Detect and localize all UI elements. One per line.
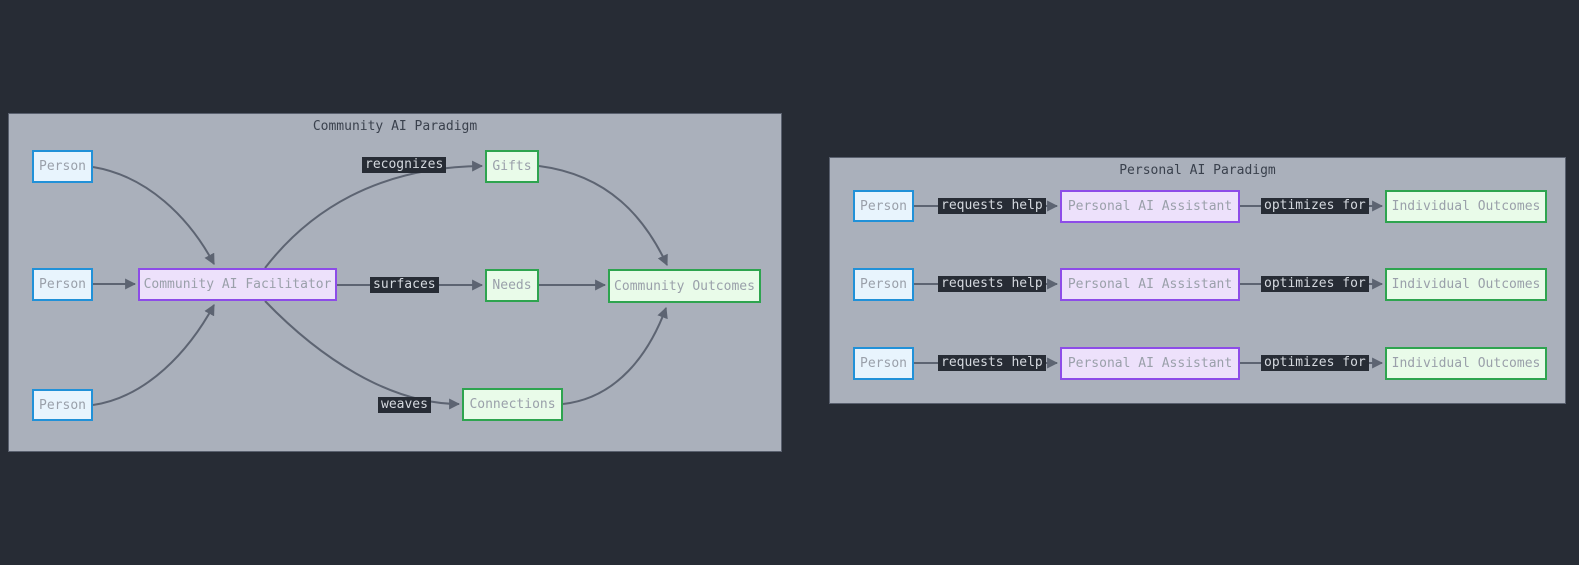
edge-label-optimizes-for-row3: optimizes for	[1261, 355, 1369, 371]
node-person-3: Person	[32, 389, 93, 421]
edge-label-requests-help-row3: requests help	[938, 355, 1046, 371]
node-person-1: Person	[32, 150, 93, 183]
edge-label-surfaces: surfaces	[370, 277, 439, 293]
node-needs: Needs	[485, 269, 539, 302]
node-personal-ai-assistant-row3: Personal AI Assistant	[1060, 347, 1240, 380]
node-community-ai-facilitator: Community AI Facilitator	[138, 268, 337, 301]
node-connections: Connections	[462, 388, 563, 421]
node-individual-outcomes-row1: Individual Outcomes	[1385, 190, 1547, 223]
node-gifts: Gifts	[485, 150, 539, 183]
cluster-personal-ai-paradigm: Personal AI Paradigm Person requests hel…	[829, 157, 1566, 404]
node-person-2: Person	[32, 268, 93, 301]
node-personal-ai-assistant-row2: Personal AI Assistant	[1060, 268, 1240, 301]
node-community-outcomes: Community Outcomes	[608, 269, 761, 303]
node-person-row1: Person	[853, 190, 914, 222]
cluster-title-community: Community AI Paradigm	[312, 119, 478, 134]
edge-label-optimizes-for-row2: optimizes for	[1261, 276, 1369, 292]
cluster-title-personal: Personal AI Paradigm	[1119, 163, 1276, 178]
node-person-row2: Person	[853, 268, 914, 301]
edge-label-recognizes: recognizes	[362, 157, 447, 173]
edge-label-requests-help-row1: requests help	[938, 198, 1046, 214]
edge-label-requests-help-row2: requests help	[938, 276, 1046, 292]
node-person-row3: Person	[853, 347, 914, 380]
edge-label-optimizes-for-row1: optimizes for	[1261, 198, 1369, 214]
node-individual-outcomes-row2: Individual Outcomes	[1385, 268, 1547, 301]
node-individual-outcomes-row3: Individual Outcomes	[1385, 347, 1547, 380]
cluster-community-ai-paradigm: Community AI Paradigm Person Person Pers…	[8, 113, 782, 452]
node-personal-ai-assistant-row1: Personal AI Assistant	[1060, 190, 1240, 223]
edge-label-weaves: weaves	[378, 397, 431, 413]
